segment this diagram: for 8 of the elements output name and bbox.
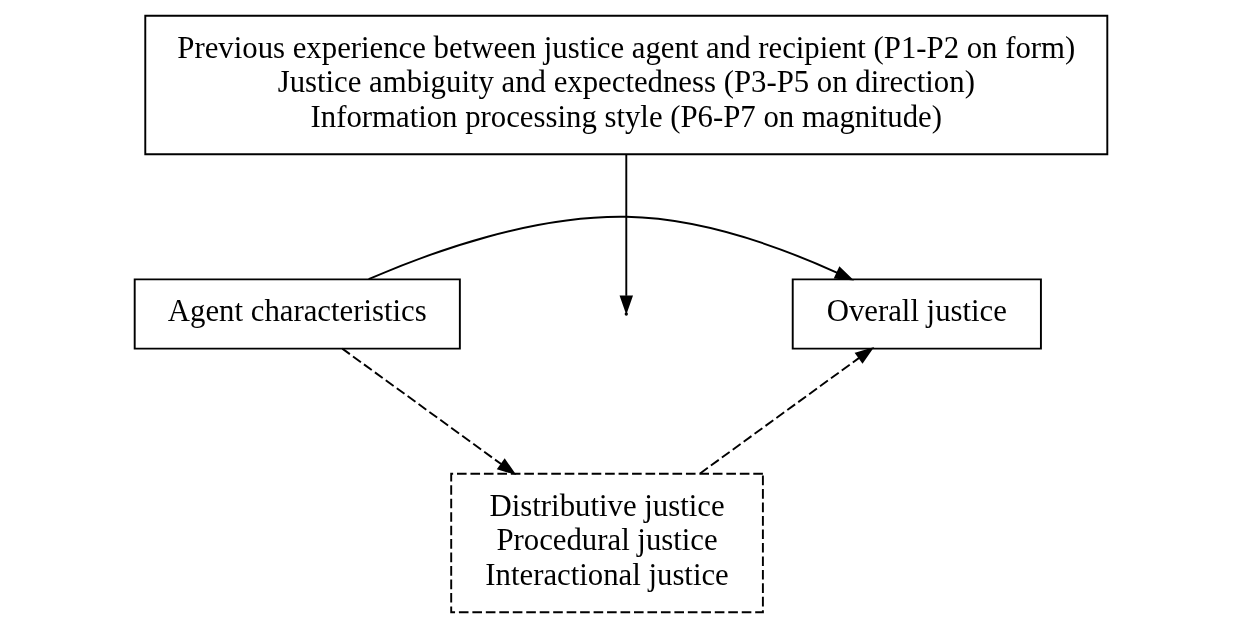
arrow xyxy=(619,153,634,315)
node-box: Agent characteristics xyxy=(133,278,461,350)
node-box: Overall justice xyxy=(791,278,1042,350)
arrow xyxy=(341,347,517,476)
node-box: Previous experience between justice agent and recipient (P1-P2 on form) Justice ambiguity and expectedness (P3-P5 on direction) Information processing style (P6-P7 on magnitude) xyxy=(144,14,1109,156)
arrow xyxy=(699,346,875,475)
arrow xyxy=(367,215,855,281)
node-box: Distributive justice Procedural justice Interactional justice xyxy=(450,472,764,614)
